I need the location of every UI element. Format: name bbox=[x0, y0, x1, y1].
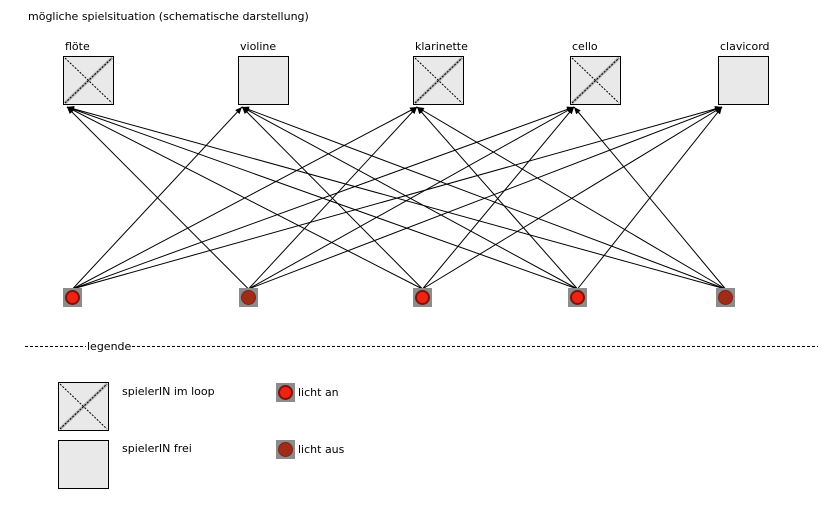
wire-floete-light-4 bbox=[66, 106, 578, 290]
wire-floete-light-3 bbox=[66, 106, 423, 290]
wire-violine-light-1 bbox=[72, 106, 243, 290]
loop-x-icon bbox=[571, 57, 620, 104]
legend-label-spieler-frei: spielerIN frei bbox=[122, 442, 192, 455]
wire-clavicord-light-3 bbox=[422, 106, 723, 290]
legend-symbol-licht-aus bbox=[276, 440, 295, 459]
instrument-label-cello: cello bbox=[572, 40, 598, 53]
wire-clavicord-light-2 bbox=[248, 106, 723, 290]
light-3-an[interactable] bbox=[413, 288, 432, 307]
wire-klarinette-light-5 bbox=[416, 106, 726, 290]
instrument-label-floete: flöte bbox=[65, 40, 90, 53]
instrument-box-klarinette[interactable] bbox=[413, 56, 464, 105]
light-on-icon bbox=[415, 290, 430, 305]
light-1-an[interactable] bbox=[63, 288, 82, 307]
wire-violine-light-5 bbox=[241, 106, 726, 290]
light-5-aus[interactable] bbox=[716, 288, 735, 307]
wire-violine-light-4 bbox=[241, 106, 578, 290]
light-off-icon bbox=[718, 290, 733, 305]
loop-x-icon bbox=[59, 383, 108, 430]
light-off-icon bbox=[241, 290, 256, 305]
light-2-aus[interactable] bbox=[239, 288, 258, 307]
light-4-an[interactable] bbox=[568, 288, 587, 307]
loop-x-icon bbox=[414, 57, 463, 104]
light-on-icon bbox=[278, 385, 293, 400]
instrument-label-klarinette: klarinette bbox=[415, 40, 468, 53]
instrument-label-clavicord: clavicord bbox=[720, 40, 770, 53]
legend-title: legende bbox=[87, 339, 132, 353]
instrument-box-violine[interactable] bbox=[238, 56, 289, 105]
separator-dash-right bbox=[132, 345, 818, 347]
light-on-icon bbox=[570, 290, 585, 305]
instrument-box-cello[interactable] bbox=[570, 56, 621, 105]
legend-label-licht-aus: licht aus bbox=[298, 443, 345, 456]
wire-floete-light-5 bbox=[66, 105, 726, 290]
light-off-icon bbox=[278, 442, 293, 457]
wire-cello-light-3 bbox=[422, 106, 575, 290]
legend-label-licht-an: licht an bbox=[298, 386, 339, 399]
wire-cello-light-1 bbox=[72, 106, 575, 290]
wire-floete-light-2 bbox=[66, 106, 249, 290]
wire-klarinette-light-1 bbox=[72, 106, 418, 290]
legend-separator: legende bbox=[25, 340, 818, 352]
wire-clavicord-light-4 bbox=[577, 106, 723, 290]
instrument-box-floete[interactable] bbox=[63, 56, 114, 105]
separator-dash-left bbox=[25, 345, 86, 347]
wire-klarinette-light-2 bbox=[248, 106, 418, 290]
wire-cello-light-5 bbox=[573, 106, 726, 290]
wire-clavicord-light-1 bbox=[72, 106, 723, 290]
wire-cello-light-2 bbox=[248, 106, 575, 290]
page-title: mögliche spielsituation (schematische da… bbox=[28, 10, 309, 23]
legend-symbol-spieler-im-loop bbox=[58, 382, 109, 431]
wire-klarinette-light-4 bbox=[416, 106, 578, 290]
instrument-label-violine: violine bbox=[240, 40, 277, 53]
light-on-icon bbox=[65, 290, 80, 305]
wire-violine-light-3 bbox=[241, 106, 423, 290]
instrument-box-clavicord[interactable] bbox=[718, 56, 769, 105]
legend-label-spieler-im-loop: spielerIN im loop bbox=[122, 385, 215, 398]
loop-x-icon bbox=[64, 57, 113, 104]
legend-symbol-licht-an bbox=[276, 383, 295, 402]
legend-symbol-spieler-frei bbox=[58, 440, 109, 489]
